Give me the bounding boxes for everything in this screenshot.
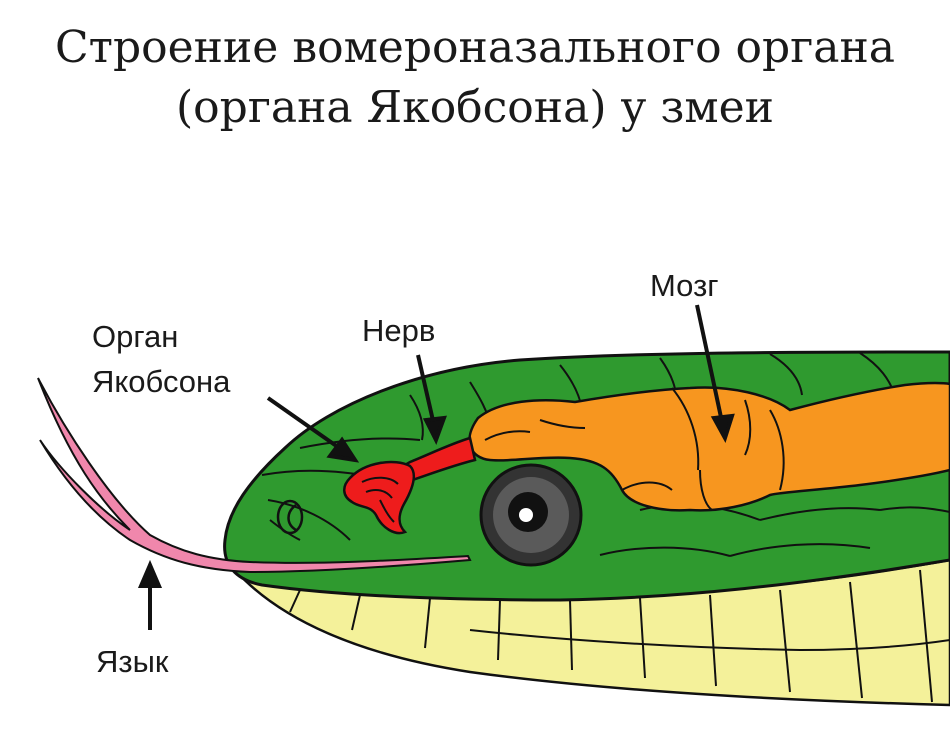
nerve-arrow-head (422, 415, 447, 446)
nerve-arrow (416, 354, 436, 426)
label-tongue: Язык (96, 644, 169, 679)
organ-arrow-head (326, 436, 360, 463)
title-line-1: Строение вомероназального органа (54, 22, 896, 73)
tongue (37, 377, 472, 574)
jacobson-organ (343, 460, 415, 535)
belly-scales (289, 569, 950, 703)
brain-arrow (695, 304, 724, 423)
title-line-2: (органа Якобсона) у змеи (176, 82, 774, 133)
eye (479, 463, 583, 567)
brain-arrow-head (710, 413, 735, 444)
tongue-arrow-head (137, 559, 163, 588)
nostril (276, 499, 304, 535)
organ-detail (361, 476, 399, 523)
label-organ-line-1: Орган (92, 319, 178, 354)
brain (468, 381, 950, 512)
brain-folds (484, 387, 785, 511)
label-organ-line-2: Якобсона (92, 364, 231, 399)
diagram-title: Строение вомероназального органа (органа… (0, 18, 950, 138)
label-brain: Мозг (650, 268, 719, 303)
label-nerve: Нерв (362, 313, 435, 348)
organ-arrow (266, 396, 347, 454)
pointer-arrows (137, 304, 735, 630)
